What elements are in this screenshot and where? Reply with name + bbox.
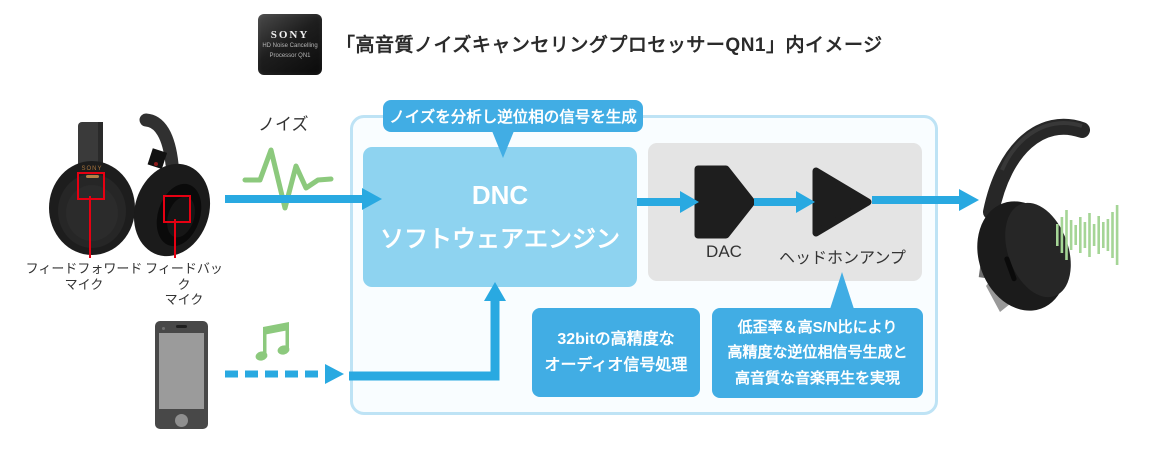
feedforward-mic-leader-line: [89, 196, 91, 258]
noise-label: ノイズ: [258, 115, 309, 134]
diagram-title: 「高音質ノイズキャンセリングプロセッサーQN1」内イメージ: [336, 35, 883, 56]
dac-label: DAC: [706, 242, 742, 261]
feedback-mic-label: フィードバック マイク: [145, 261, 223, 308]
phone-home-button: [175, 414, 188, 427]
headphones-output-view: [977, 118, 1090, 312]
sony-logo-text: SONY: [81, 166, 102, 172]
noise-waveform-icon: [242, 147, 334, 211]
callout-amp-quality: 低歪率＆高S/N比により 高精度な逆位相信号生成と 高音質な音楽再生を実現: [712, 272, 923, 398]
smartphone-icon: [155, 321, 208, 429]
headband: [983, 118, 1090, 220]
chip-brand-label: SONY: [270, 29, 310, 41]
dnc-software-engine-box: DNC ソフトウェアエンジン: [363, 147, 637, 287]
feedback-mic-leader-line: [174, 219, 176, 258]
mic-slot: [86, 175, 99, 178]
feedback-mic-marker: [163, 195, 191, 223]
chip-model-line1: HD Noise Cancelling: [262, 43, 318, 49]
qn1-chip-badge: SONY HD Noise Cancelling Processor QN1: [258, 14, 322, 75]
tooltip-tail: [492, 131, 514, 158]
headband-stem-2: [139, 113, 179, 171]
headphones-feedforward-mic-view: SONY: [49, 113, 211, 257]
feedforward-mic-label: フィードフォワード マイク: [25, 261, 143, 292]
chip-model-line2: Processor QN1: [269, 52, 311, 59]
power-button: [1004, 256, 1017, 282]
phone-screen: [159, 333, 204, 409]
music-note-icon: [255, 322, 290, 361]
dnc-tooltip: ノイズを分析し逆位相の信号を生成: [383, 100, 643, 158]
dnc-box-line2: ソフトウェアエンジン: [380, 226, 620, 253]
feedforward-mic-marker: [77, 172, 105, 200]
callout-32bit-audio: 32bitの高精度な オーディオ信号処理: [532, 308, 700, 397]
amp-label: ヘッドホンアンプ: [779, 250, 906, 267]
headband-stem: [78, 122, 103, 174]
callout-amp-tail: [830, 272, 854, 309]
hinge: [147, 148, 168, 170]
sound-output-bars-icon: [1056, 205, 1119, 265]
dnc-box-line1: DNC: [471, 180, 529, 210]
